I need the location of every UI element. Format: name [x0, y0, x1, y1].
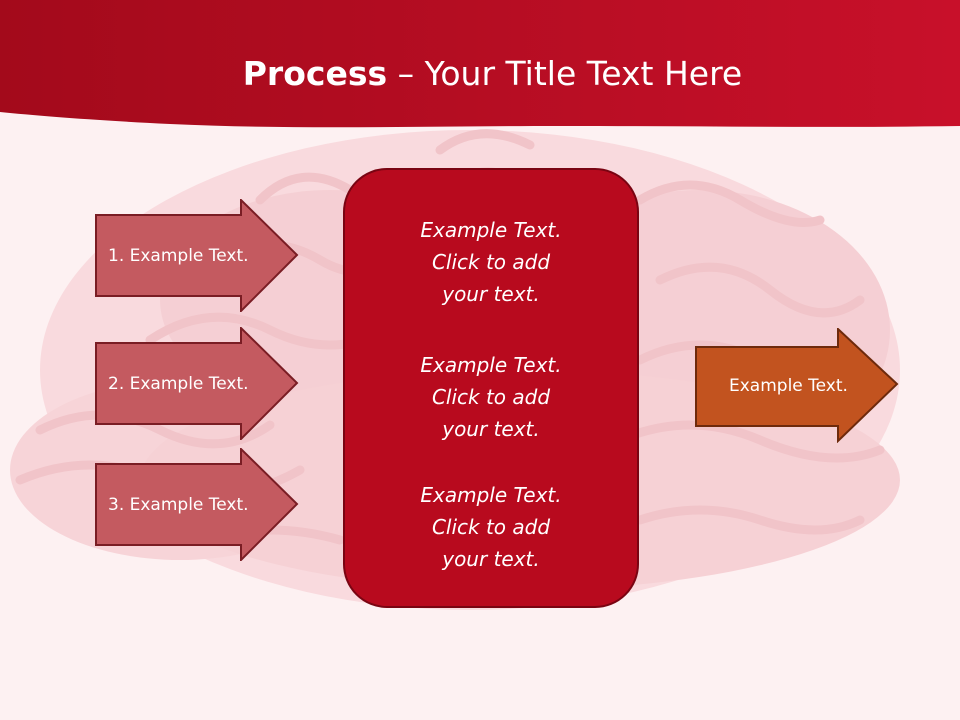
center-text-box[interactable]: Example Text. Click to add your text. Ex…: [343, 168, 639, 608]
center-item-1: Example Text. Click to add your text.: [345, 214, 637, 310]
center-item-line: Example Text.: [420, 218, 562, 242]
header-band: [0, 0, 960, 128]
center-item-line: Example Text.: [420, 483, 562, 507]
arrow-shape: [95, 199, 299, 312]
left-arrow-3[interactable]: 3. Example Text.: [95, 448, 300, 561]
center-item-line: Click to add: [431, 250, 551, 274]
arrow-shape: [695, 328, 899, 443]
left-arrow-1[interactable]: 1. Example Text.: [95, 199, 300, 312]
center-item-line: Click to add: [431, 385, 551, 409]
title-bold: Process: [242, 54, 388, 93]
center-item-line: your text.: [442, 547, 540, 571]
slide-title: Process – Your Title Text Here: [0, 52, 960, 96]
center-item-line: your text.: [442, 417, 540, 441]
right-arrow-label: Example Text.: [729, 375, 848, 396]
left-arrow-3-label: 3. Example Text.: [108, 494, 249, 515]
arrow-shape: [95, 448, 299, 561]
center-item-3: Example Text. Click to add your text.: [345, 479, 637, 575]
center-item-line: Example Text.: [420, 353, 562, 377]
center-item-2: Example Text. Click to add your text.: [345, 349, 637, 445]
title-rest: – Your Title Text Here: [387, 54, 743, 93]
center-item-line: Click to add: [431, 515, 551, 539]
left-arrow-1-label: 1. Example Text.: [108, 245, 249, 266]
right-arrow[interactable]: Example Text.: [695, 328, 900, 443]
left-arrow-2-label: 2. Example Text.: [108, 373, 249, 394]
left-arrow-2[interactable]: 2. Example Text.: [95, 327, 300, 440]
arrow-shape: [95, 327, 299, 440]
center-item-line: your text.: [442, 282, 540, 306]
